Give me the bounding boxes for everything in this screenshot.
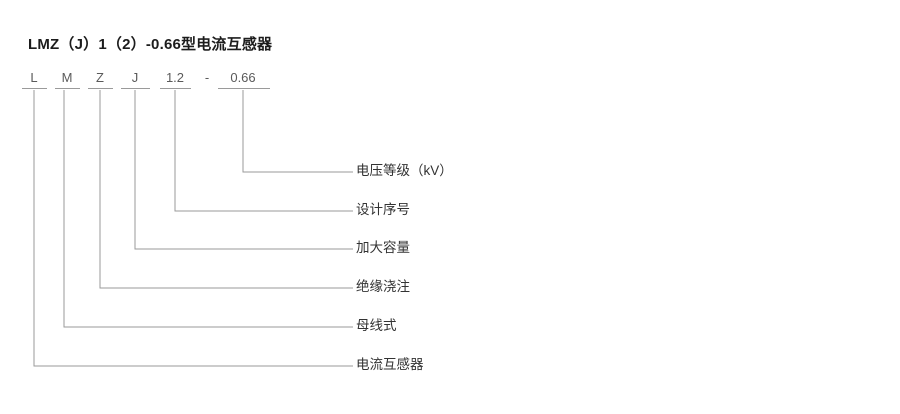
code-underline-M bbox=[55, 88, 80, 89]
leader-label-6: 电流互感器 bbox=[356, 357, 424, 372]
leader-label-4: 绝缘浇注 bbox=[356, 279, 410, 294]
leader-line-4 bbox=[99, 90, 353, 289]
leader-label-2: 设计序号 bbox=[356, 202, 410, 217]
code-underline-J bbox=[121, 88, 150, 89]
code-token--: - bbox=[204, 70, 210, 85]
leader-line-5 bbox=[63, 90, 353, 328]
code-token-L: L bbox=[30, 70, 38, 85]
code-underline-Z bbox=[88, 88, 113, 89]
leader-line-1 bbox=[242, 90, 353, 173]
code-token-M: M bbox=[61, 70, 73, 85]
code-underline-1-2 bbox=[160, 88, 191, 89]
leader-label-3: 加大容量 bbox=[356, 240, 410, 255]
code-token-1-2: 1.2 bbox=[165, 70, 185, 85]
code-underline-0-66 bbox=[218, 88, 270, 89]
leader-line-6 bbox=[33, 90, 353, 367]
leader-label-1: 电压等级（kV） bbox=[356, 163, 453, 178]
leader-line-2 bbox=[174, 90, 353, 212]
code-token-J: J bbox=[131, 70, 139, 85]
code-underline-L bbox=[22, 88, 47, 89]
code-token-0-66: 0.66 bbox=[230, 70, 256, 85]
leader-line-3 bbox=[134, 90, 353, 250]
code-token-Z: Z bbox=[96, 70, 104, 85]
leader-label-5: 母线式 bbox=[356, 318, 397, 333]
code-row: L M Z J 1.2 - 0.66 bbox=[0, 0, 900, 89]
page-title: LMZ（J）1（2）-0.66型电流互感器 bbox=[28, 36, 273, 53]
